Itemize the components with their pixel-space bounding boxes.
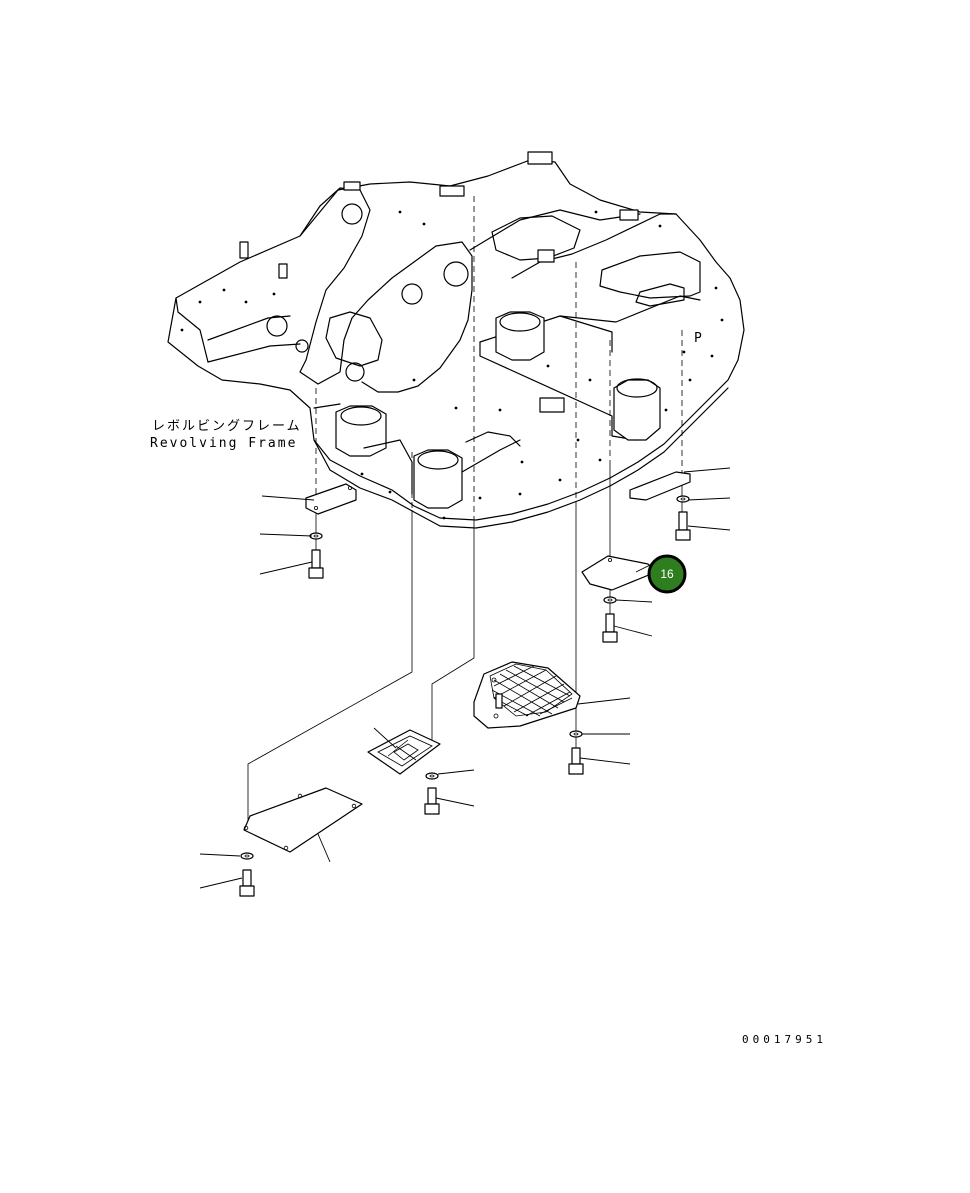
cover-plate-right	[629, 471, 691, 501]
bolt-small	[424, 787, 440, 815]
callout-number[interactable]: 16	[660, 567, 674, 581]
large-under-cover	[243, 787, 363, 853]
washer-small	[425, 772, 439, 780]
callout-badge-16[interactable]: 16	[647, 554, 687, 594]
washer-large	[240, 852, 254, 860]
leader-lines	[199, 467, 731, 889]
mesh-cover	[473, 661, 581, 729]
callout-badge-circle[interactable]	[647, 554, 687, 594]
cover-plate-center	[581, 555, 657, 591]
alignment-lines	[247, 196, 683, 828]
washer-center	[603, 596, 617, 604]
bolt-right	[675, 511, 691, 541]
revolving-frame: P	[167, 151, 745, 529]
bolt-left	[308, 549, 324, 579]
svg-text:P: P	[694, 331, 704, 346]
frame-label-english: Revolving Frame	[150, 436, 297, 451]
bolt-mesh	[568, 747, 584, 775]
cover-plate-left	[305, 483, 357, 515]
small-diamond-cover	[367, 729, 441, 775]
bolt-large	[239, 869, 255, 897]
bolt-center	[602, 613, 618, 643]
washer-right	[676, 495, 690, 503]
drawing-number: 00017951	[742, 1033, 827, 1046]
frame-label-japanese: レボルビングフレーム	[152, 419, 302, 434]
washer-mesh	[569, 730, 583, 738]
